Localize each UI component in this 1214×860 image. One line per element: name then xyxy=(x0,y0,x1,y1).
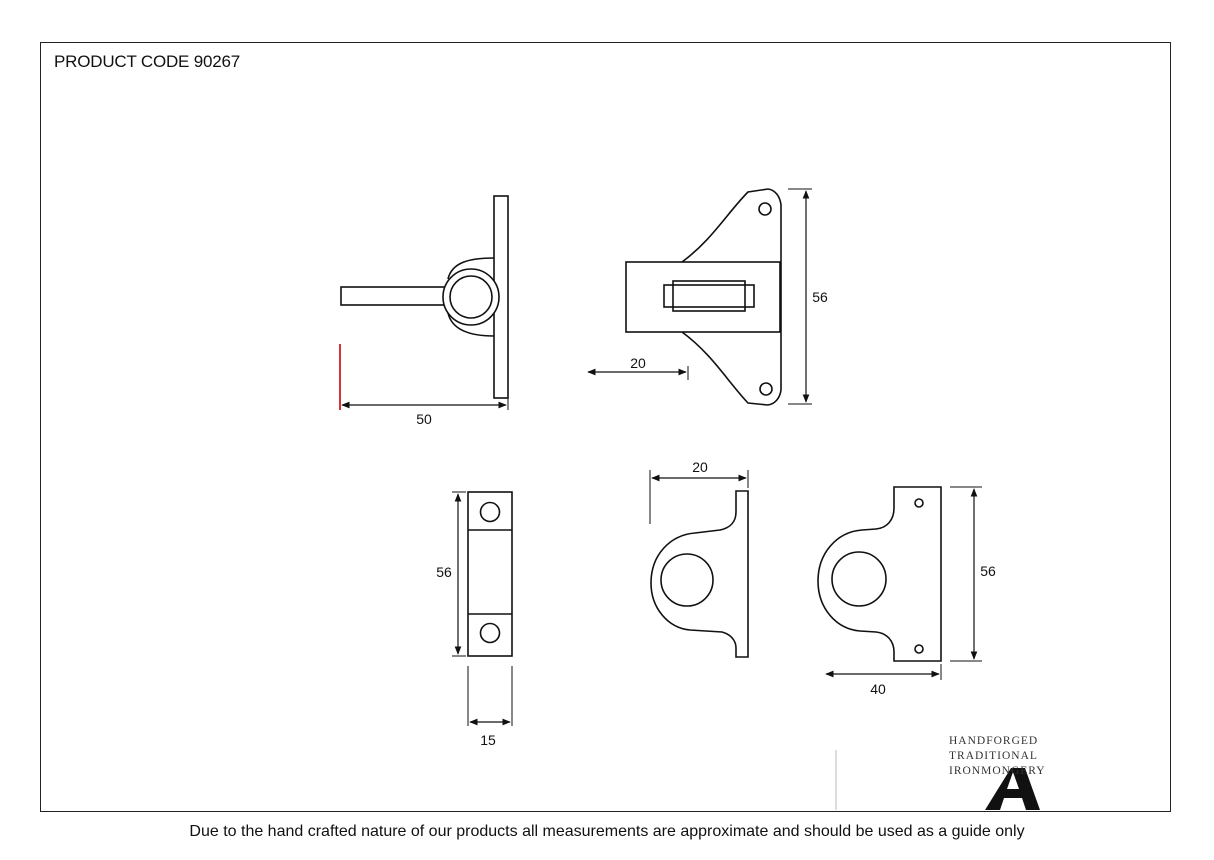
label-keep-side-projection: 20 xyxy=(692,459,708,475)
fastener-side-view xyxy=(340,195,509,399)
keep-front-view xyxy=(467,491,513,657)
keep-side-view xyxy=(650,490,749,658)
fastener-front-view xyxy=(625,188,782,406)
keep-back-view xyxy=(817,486,942,662)
brand-logo: HANDFORGED TRADITIONAL IRONMONGERY xyxy=(949,735,1046,810)
disclaimer-text: Due to the hand crafted nature of our pr… xyxy=(189,823,1025,840)
logo-line-3: IRONMONGERY xyxy=(949,765,1046,777)
label-side-length: 50 xyxy=(416,411,432,427)
label-keep-back-width: 40 xyxy=(870,681,886,697)
logo-line-1: HANDFORGED xyxy=(949,735,1038,747)
logo-line-2: TRADITIONAL xyxy=(949,750,1038,762)
label-keep-back-height: 56 xyxy=(980,563,996,579)
product-code: PRODUCT CODE 90267 xyxy=(54,52,240,71)
drawing-frame xyxy=(40,42,1171,812)
label-front-height: 56 xyxy=(812,289,828,305)
label-keep-front-height: 56 xyxy=(436,564,452,580)
label-front-projection: 20 xyxy=(630,355,646,371)
label-keep-front-width: 15 xyxy=(480,732,496,748)
